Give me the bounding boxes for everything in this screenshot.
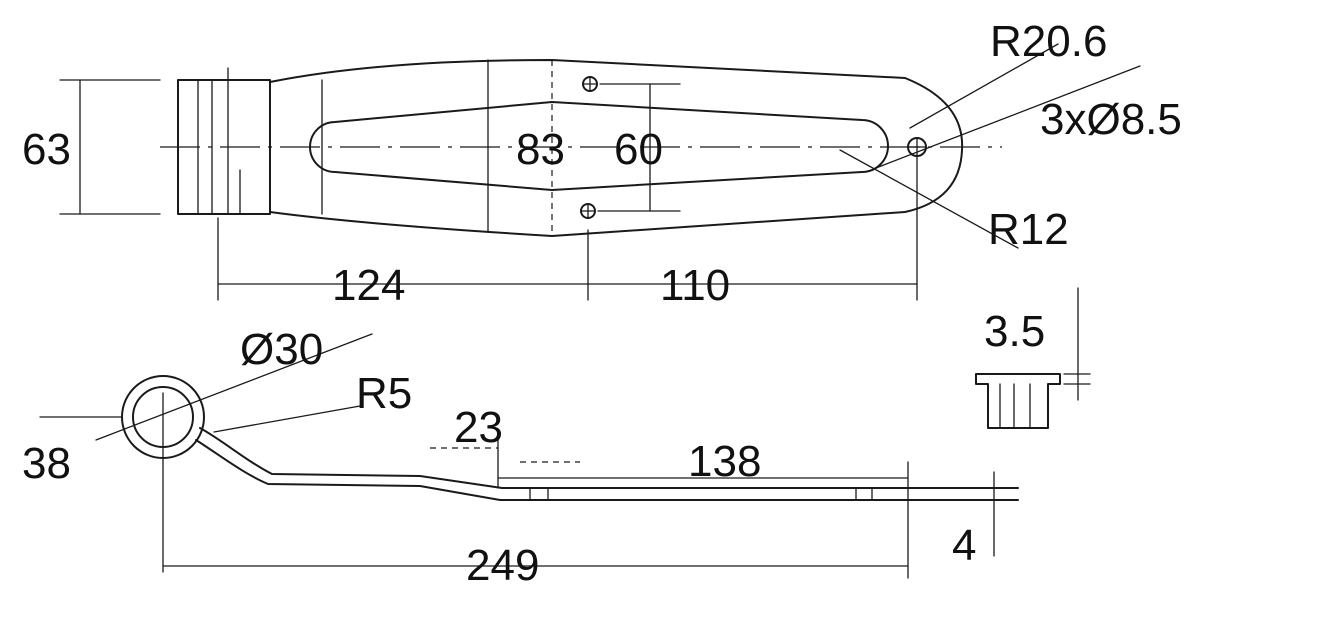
dim-23-label: 23 <box>454 403 503 452</box>
slot-outline <box>309 101 889 191</box>
leader-r12 <box>839 149 1019 249</box>
dim-138-label: 138 <box>688 437 761 486</box>
leader-r5 <box>213 405 361 433</box>
dim-38-label: 38 <box>22 439 71 488</box>
leaf-profile <box>199 427 1019 489</box>
hole-top <box>582 76 598 92</box>
dim-d30-label: Ø30 <box>240 325 323 374</box>
side-view <box>39 333 1019 579</box>
top-view <box>59 43 1141 301</box>
end-detail <box>975 287 1091 429</box>
leader-r20-6 <box>909 43 1059 129</box>
dim-249-label: 249 <box>466 541 539 590</box>
dim-holes-label: 3xØ8.5 <box>1040 95 1182 144</box>
dim-r12-label: R12 <box>988 205 1069 254</box>
dim-4-label: 4 <box>952 521 976 570</box>
leaf-outline <box>269 59 964 237</box>
dim-r20-6-label: R20.6 <box>990 17 1107 66</box>
dim-83-label: 83 <box>516 125 565 174</box>
dim-60-label: 60 <box>614 125 663 174</box>
dim-3-5-label: 3.5 <box>984 307 1045 356</box>
dim-110-label: 110 <box>660 261 730 310</box>
hole-bottom <box>580 203 596 219</box>
dim-63-label: 63 <box>22 125 71 174</box>
leader-d30 <box>95 333 373 441</box>
dim-124-label: 124 <box>332 261 405 310</box>
hole-end <box>907 137 927 157</box>
dim-r5-label: R5 <box>356 369 412 418</box>
leader-holes <box>875 65 1141 169</box>
